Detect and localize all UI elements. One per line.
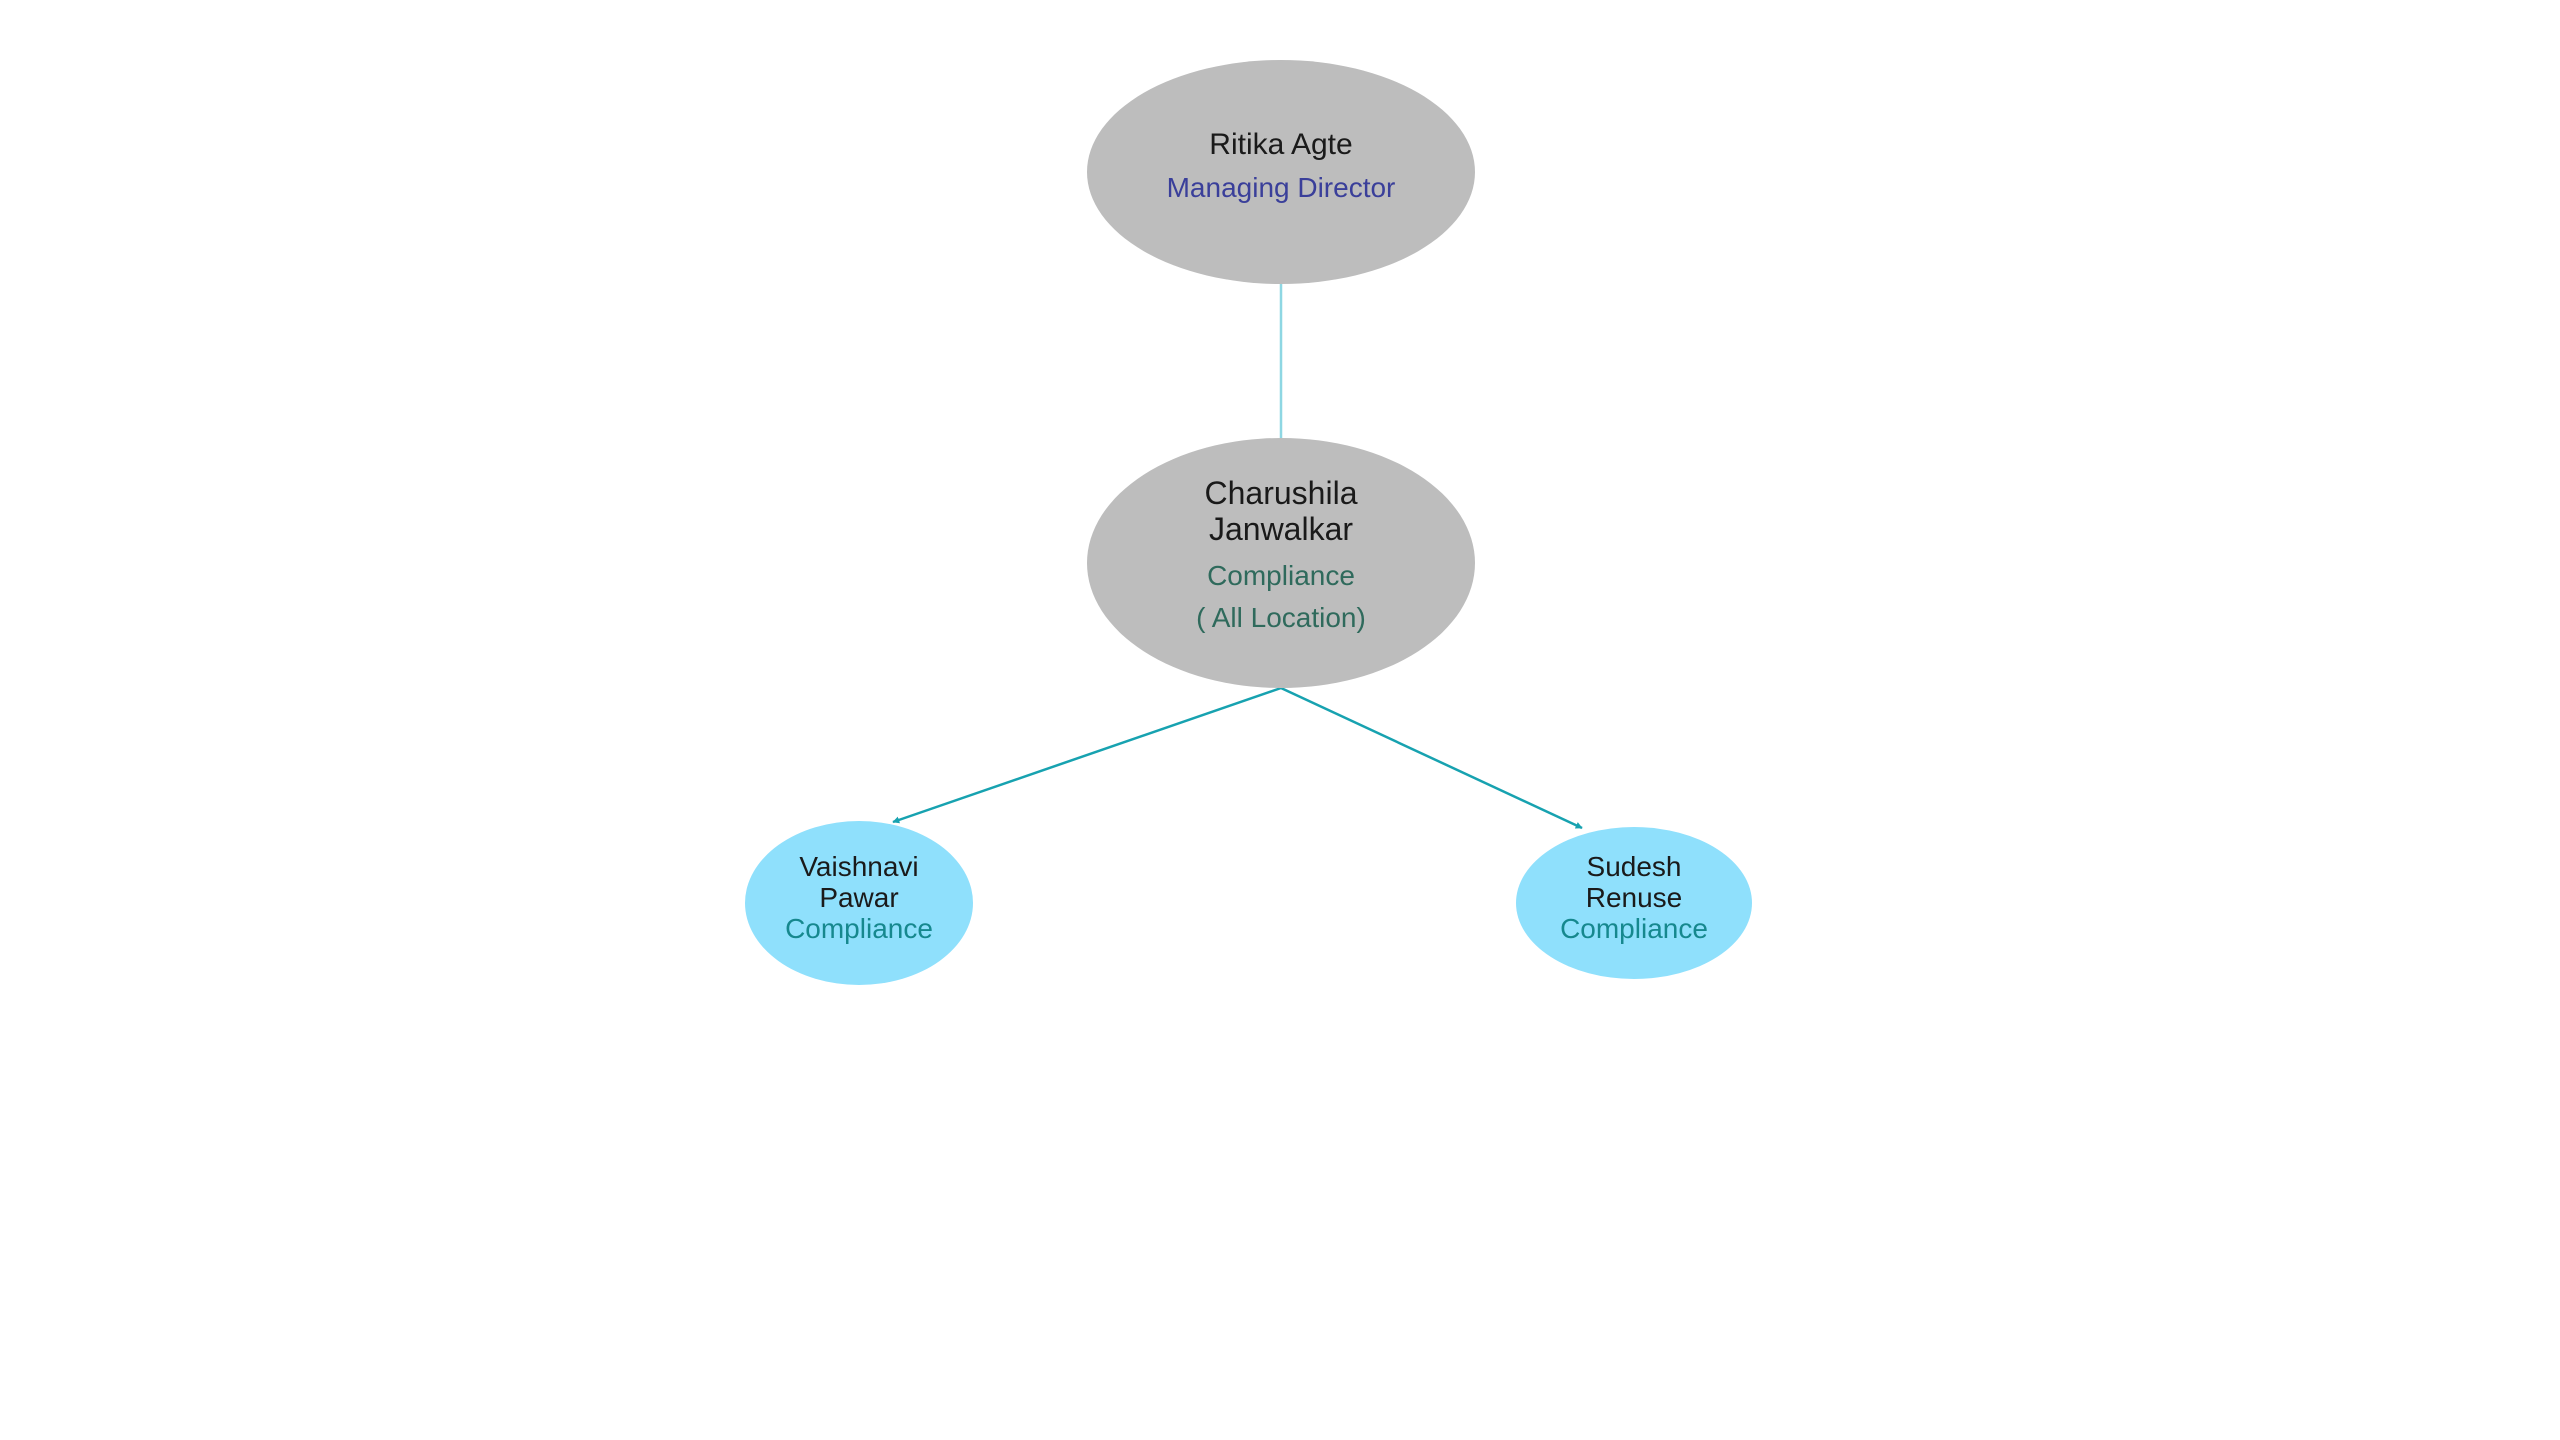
node-right-report-name-line1: Sudesh	[1587, 851, 1682, 882]
connector-head-to-left-report	[892, 686, 1282, 824]
node-director[interactable]: Ritika Agte Managing Director	[1087, 60, 1475, 284]
node-compliance-head[interactable]: Charushila Janwalkar Compliance ( All Lo…	[1087, 438, 1475, 688]
node-left-report-name-line2: Pawar	[819, 882, 898, 913]
node-right-report-name-line2: Renuse	[1586, 882, 1683, 913]
node-compliance-head-role: Compliance	[1207, 560, 1355, 591]
node-left-report-shape	[745, 821, 973, 985]
node-compliance-head-shape	[1087, 438, 1475, 688]
node-right-report[interactable]: Sudesh Renuse Compliance	[1516, 827, 1752, 979]
node-compliance-head-name-line1: Charushila	[1205, 475, 1358, 511]
node-left-report-name-line1: Vaishnavi	[799, 851, 918, 882]
node-right-report-role: Compliance	[1560, 913, 1708, 944]
node-compliance-head-location: ( All Location)	[1196, 602, 1366, 633]
node-right-report-shape	[1516, 827, 1752, 979]
node-left-report-role: Compliance	[785, 913, 933, 944]
node-left-report[interactable]: Vaishnavi Pawar Compliance	[745, 821, 973, 985]
connector-head-to-right-report	[1280, 686, 1583, 830]
node-director-role: Managing Director	[1167, 172, 1396, 203]
node-director-shape	[1087, 60, 1475, 284]
node-director-name: Ritika Agte	[1209, 128, 1352, 161]
node-compliance-head-name-line2: Janwalkar	[1209, 511, 1353, 547]
